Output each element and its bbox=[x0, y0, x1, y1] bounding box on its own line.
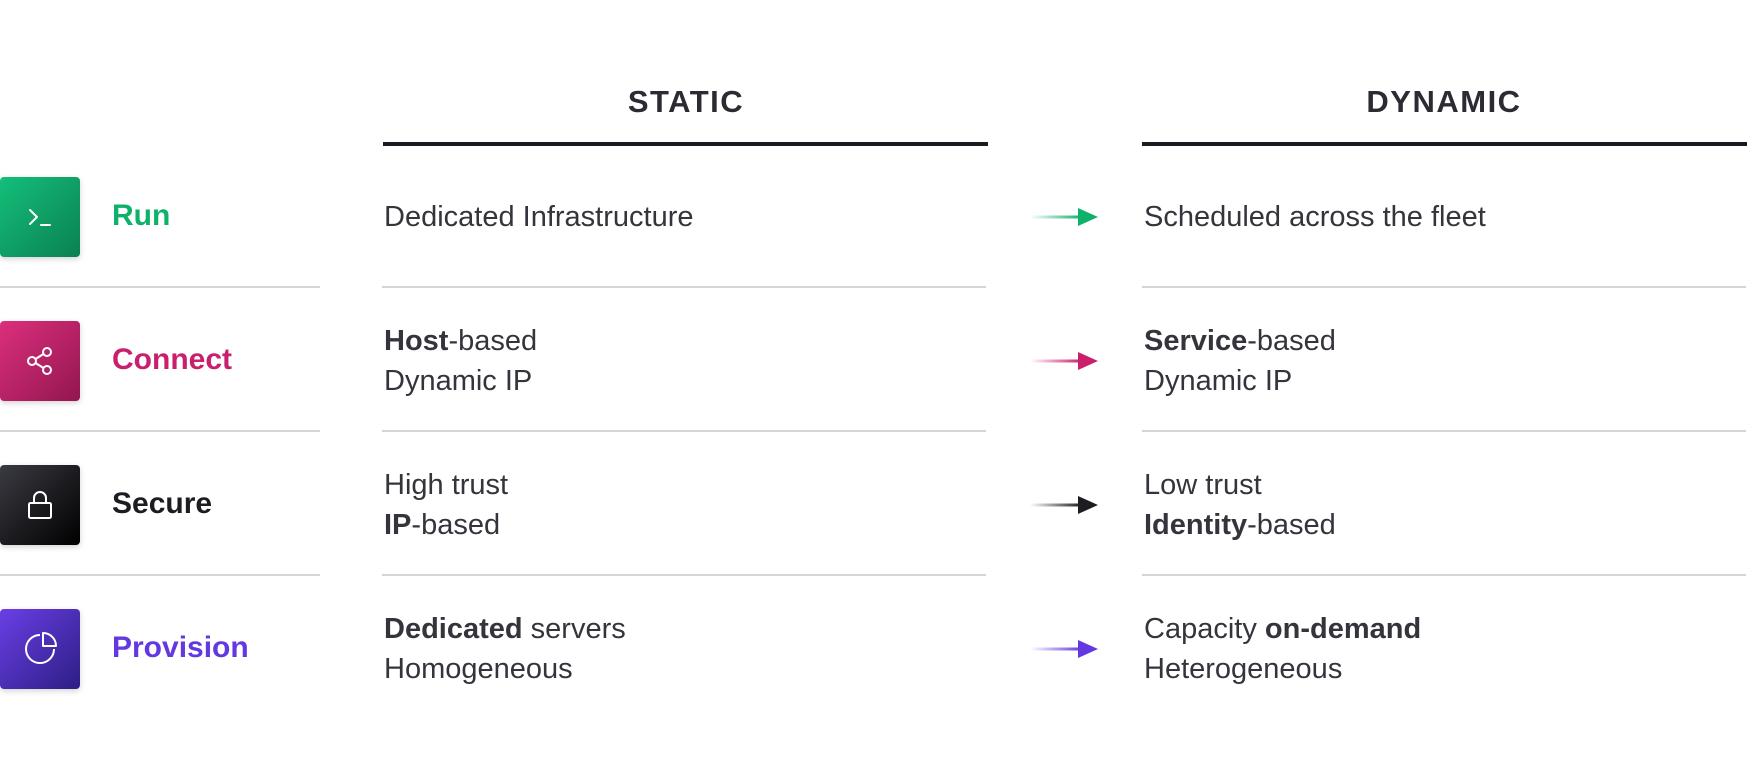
static-line: Host-based bbox=[384, 321, 974, 361]
dynamic-line: Dynamic IP bbox=[1144, 361, 1734, 401]
row-run: Run Dedicated Infrastructure Scheduled acr… bbox=[0, 144, 1752, 288]
static-line: Dedicated Infrastructure bbox=[384, 197, 974, 237]
text: Dedicated Infrastructure bbox=[384, 201, 694, 233]
text: servers bbox=[522, 613, 626, 645]
static-line: IP-based bbox=[384, 505, 974, 545]
bold-text: Identity bbox=[1144, 509, 1248, 541]
row-divider bbox=[0, 286, 320, 288]
dynamic-cell: Scheduled across the fleet bbox=[1144, 177, 1734, 257]
row-divider bbox=[382, 286, 986, 288]
text: -based bbox=[411, 509, 501, 541]
column-header-dynamic: DYNAMIC bbox=[1366, 84, 1522, 119]
static-line: Dynamic IP bbox=[384, 361, 974, 401]
static-line: High trust bbox=[384, 465, 974, 505]
dynamic-line: Identity-based bbox=[1144, 505, 1734, 545]
row-label-connect: Connect bbox=[112, 343, 232, 376]
text: Dynamic IP bbox=[1144, 365, 1293, 397]
text: Dynamic IP bbox=[384, 365, 533, 397]
bold-text: IP bbox=[384, 509, 412, 541]
pie-chart-icon bbox=[25, 632, 57, 664]
text: High trust bbox=[384, 469, 509, 501]
bold-text: Service bbox=[1144, 325, 1248, 357]
row-divider bbox=[1142, 286, 1746, 288]
row-divider bbox=[1142, 574, 1746, 576]
row-divider bbox=[382, 574, 986, 576]
dynamic-line: Low trust bbox=[1144, 465, 1734, 505]
text: Capacity bbox=[1144, 613, 1265, 645]
row-label-run: Run bbox=[112, 199, 171, 232]
bold-text: Dedicated bbox=[384, 613, 523, 645]
bold-text: on-demand bbox=[1264, 613, 1422, 645]
column-header-static: STATIC bbox=[627, 84, 745, 119]
text: -based bbox=[1247, 509, 1336, 541]
right-arrow-icon bbox=[1030, 640, 1098, 658]
dynamic-line: Scheduled across the fleet bbox=[1144, 197, 1734, 237]
row-divider bbox=[0, 430, 320, 432]
provision-icon-tile bbox=[0, 609, 80, 689]
row-label-provision: Provision bbox=[112, 631, 249, 664]
text: -based bbox=[448, 325, 538, 357]
row-divider bbox=[382, 430, 986, 432]
terminal-icon bbox=[29, 209, 51, 226]
right-arrow-icon bbox=[1030, 352, 1098, 370]
lock-icon bbox=[28, 491, 52, 519]
share-icon bbox=[27, 347, 52, 375]
row-label-secure: Secure bbox=[112, 487, 213, 520]
column-rule-static bbox=[383, 142, 988, 146]
run-icon-tile bbox=[0, 177, 80, 257]
right-arrow-icon bbox=[1030, 208, 1098, 226]
static-line: Dedicated servers bbox=[384, 609, 974, 649]
text: Homogeneous bbox=[384, 653, 573, 685]
text: Low trust bbox=[1144, 469, 1262, 501]
row-divider bbox=[0, 574, 320, 576]
static-cell: Dedicated Infrastructure bbox=[384, 177, 974, 257]
dynamic-line: Capacity on-demand bbox=[1144, 609, 1734, 649]
dynamic-line: Heterogeneous bbox=[1144, 649, 1734, 689]
row-divider bbox=[1142, 430, 1746, 432]
connect-icon-tile bbox=[0, 321, 80, 401]
text: Scheduled across the fleet bbox=[1144, 201, 1486, 233]
bold-text: Host bbox=[384, 325, 449, 357]
text: -based bbox=[1247, 325, 1336, 357]
text: Heterogeneous bbox=[1144, 653, 1343, 685]
column-rule-dynamic bbox=[1142, 142, 1747, 146]
right-arrow-icon bbox=[1030, 496, 1098, 514]
dynamic-line: Service-based bbox=[1144, 321, 1734, 361]
secure-icon-tile bbox=[0, 465, 80, 545]
static-line: Homogeneous bbox=[384, 649, 974, 689]
